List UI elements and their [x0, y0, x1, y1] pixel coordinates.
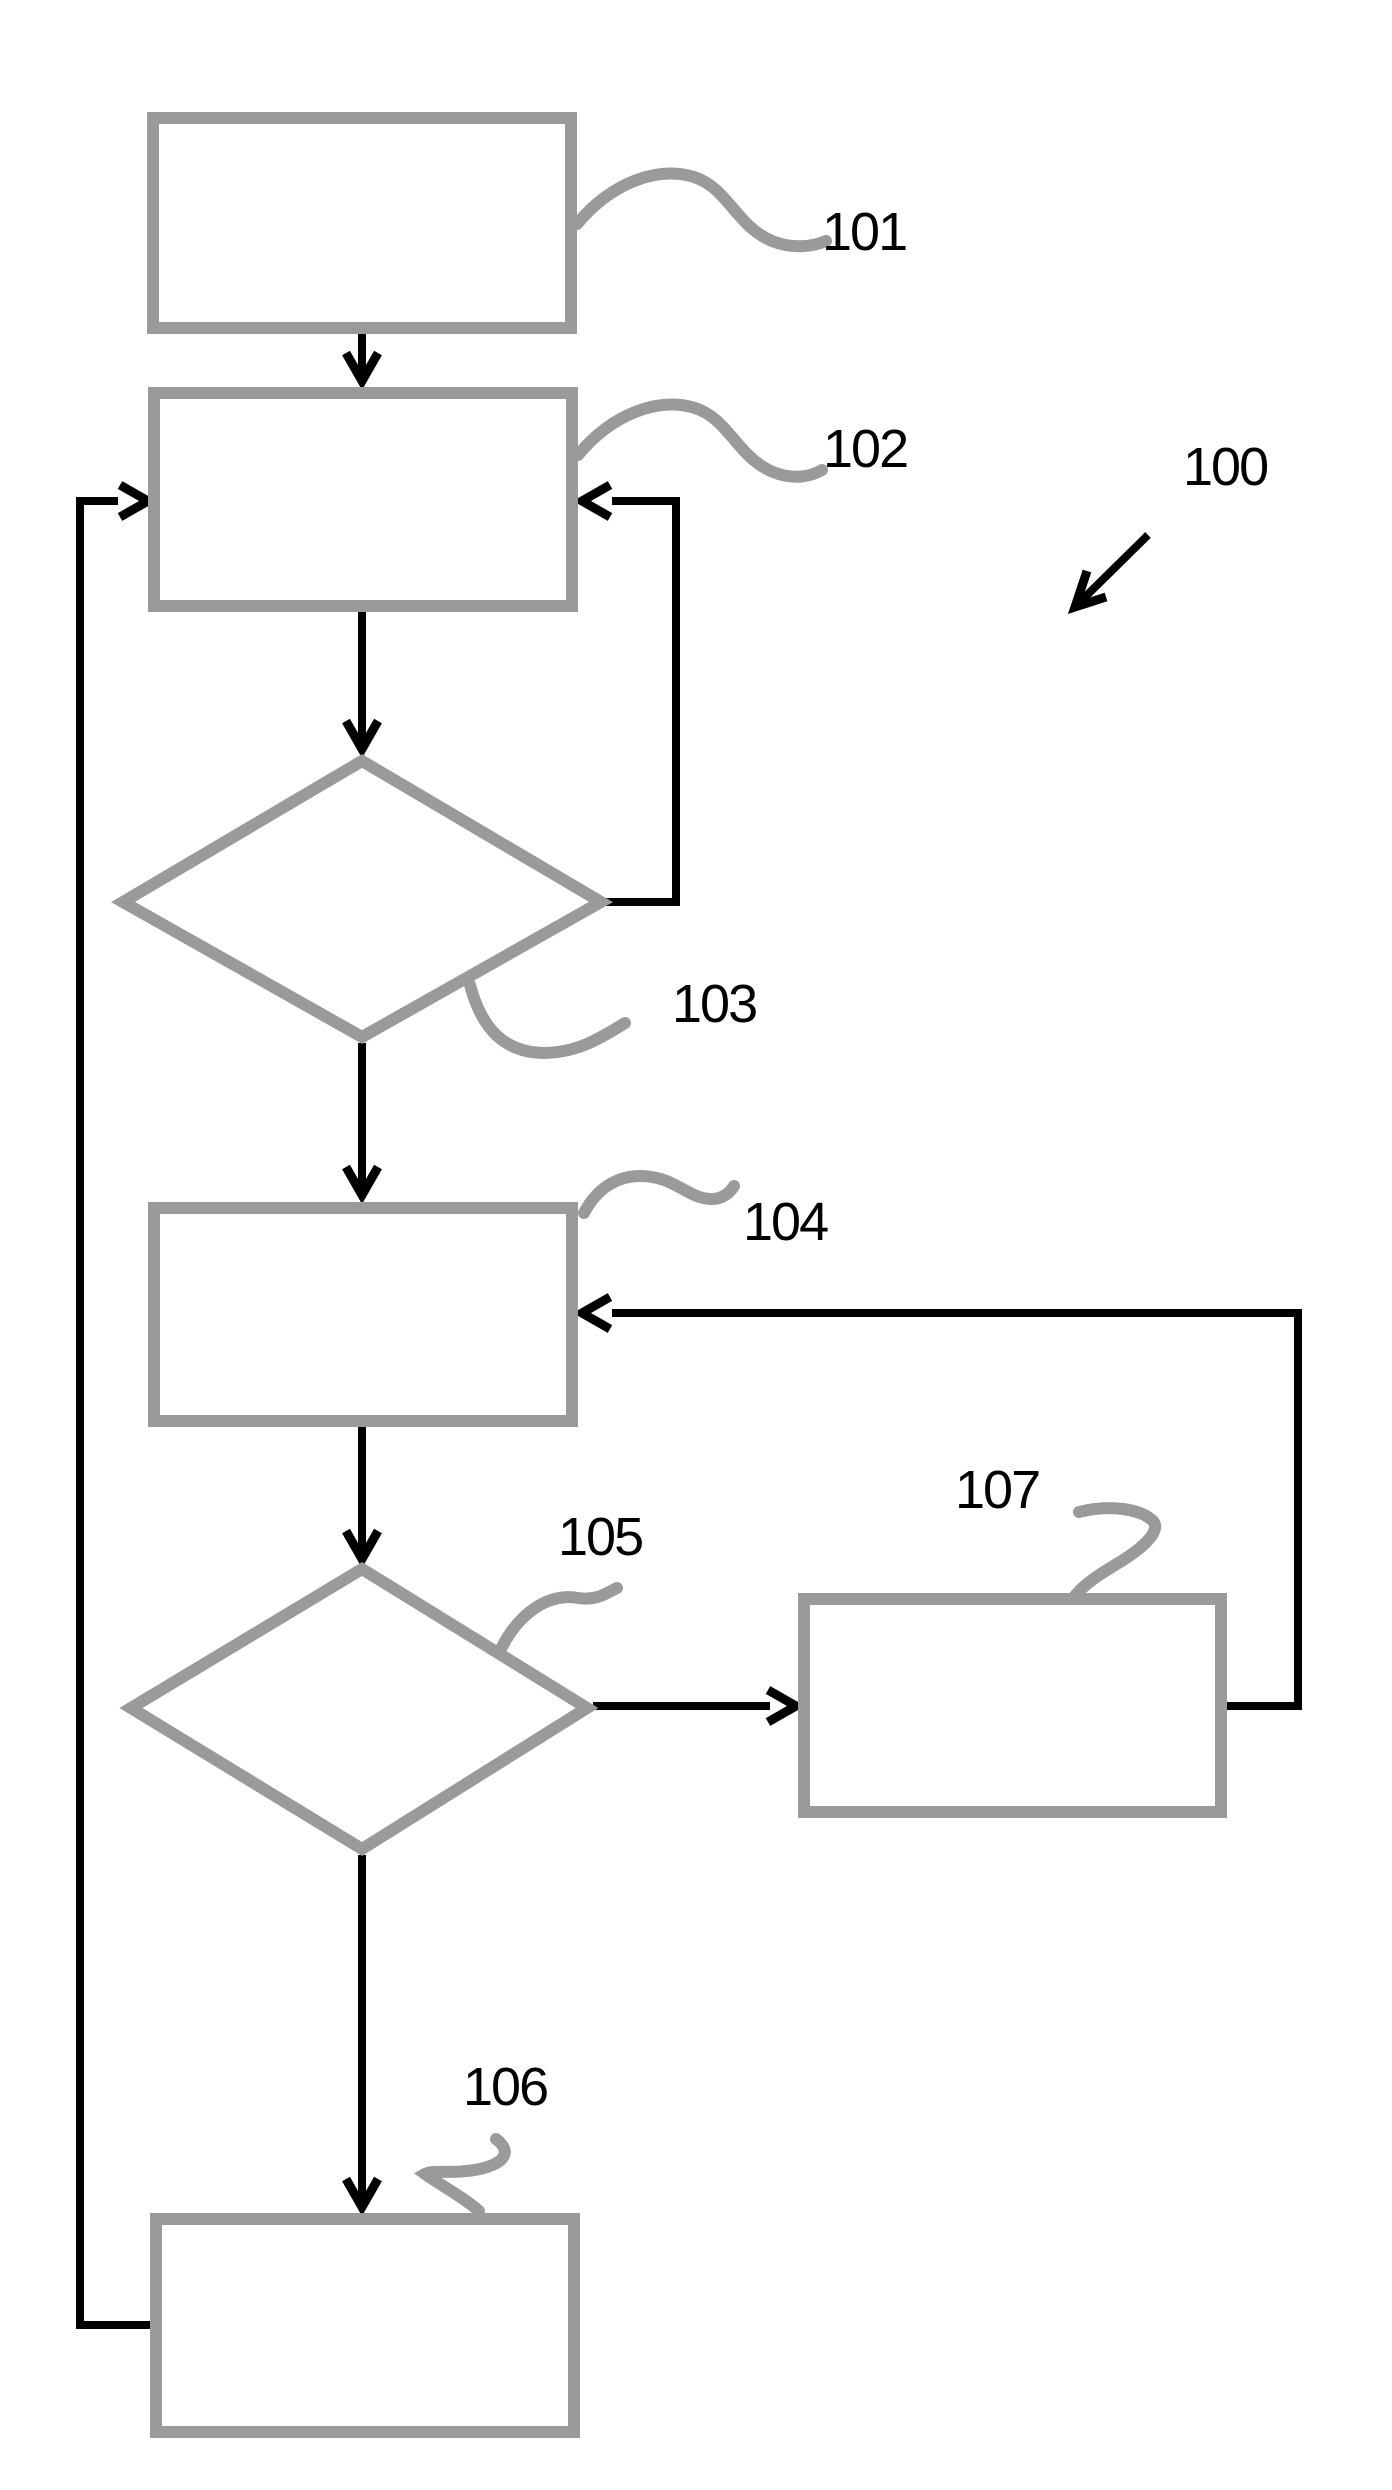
- connector-104-to-105: [342, 1427, 382, 1569]
- connector-107-loop-to-104: [572, 1293, 1302, 1710]
- reference-arrow-100: [1067, 532, 1151, 615]
- process-box-101: [147, 112, 577, 334]
- decision-diamond-105: [119, 1561, 599, 1857]
- label-100: 100: [1183, 437, 1267, 497]
- arrowhead-down-icon: [342, 1164, 382, 1205]
- lead-line-107: [1068, 1502, 1162, 1603]
- label-106: 106: [463, 2057, 547, 2117]
- connector-106-loop-to-102: [76, 481, 158, 2329]
- label-103: 103: [672, 974, 756, 1034]
- connector-101-to-102: [342, 334, 382, 391]
- lead-line-105: [496, 1582, 623, 1653]
- connector-102-to-103: [342, 612, 382, 759]
- decision-diamond-103: [111, 754, 613, 1044]
- label-102: 102: [823, 419, 907, 479]
- arrowhead-down-icon: [342, 2176, 382, 2217]
- connector-line: [76, 497, 150, 2329]
- process-box-107: [798, 1593, 1227, 1818]
- lead-line-103: [464, 979, 631, 1060]
- arrowhead-down-icon: [342, 1528, 382, 1569]
- arrowhead-down-icon: [342, 718, 382, 759]
- label-101: 101: [822, 202, 906, 262]
- connector-line: [1079, 532, 1151, 603]
- arrowhead-right-icon: [765, 1686, 806, 1726]
- lead-line-106: [413, 2133, 511, 2217]
- arrowhead-downleft-icon: [1067, 569, 1108, 615]
- label-107: 107: [955, 1460, 1039, 1520]
- process-box-106: [150, 2213, 580, 2438]
- connector-line: [605, 497, 680, 906]
- connector-103-loop-to-102: [572, 481, 680, 906]
- connector-103-to-104: [342, 1043, 382, 1205]
- arrowhead-left-icon: [572, 1293, 613, 1333]
- lead-line-104: [578, 1170, 740, 1219]
- lead-line-102: [572, 398, 828, 483]
- connector-105-to-107: [593, 1686, 806, 1726]
- label-105: 105: [558, 1507, 642, 1567]
- process-box-104: [148, 1202, 578, 1427]
- label-104: 104: [743, 1192, 828, 1252]
- arrowhead-right-icon: [117, 481, 158, 521]
- connector-line: [612, 1309, 1302, 1710]
- connector-105-to-106: [342, 1855, 382, 2217]
- arrowhead-left-icon: [572, 481, 613, 521]
- lead-line-101: [571, 167, 832, 253]
- arrowhead-down-icon: [342, 350, 382, 391]
- process-box-102: [148, 387, 578, 612]
